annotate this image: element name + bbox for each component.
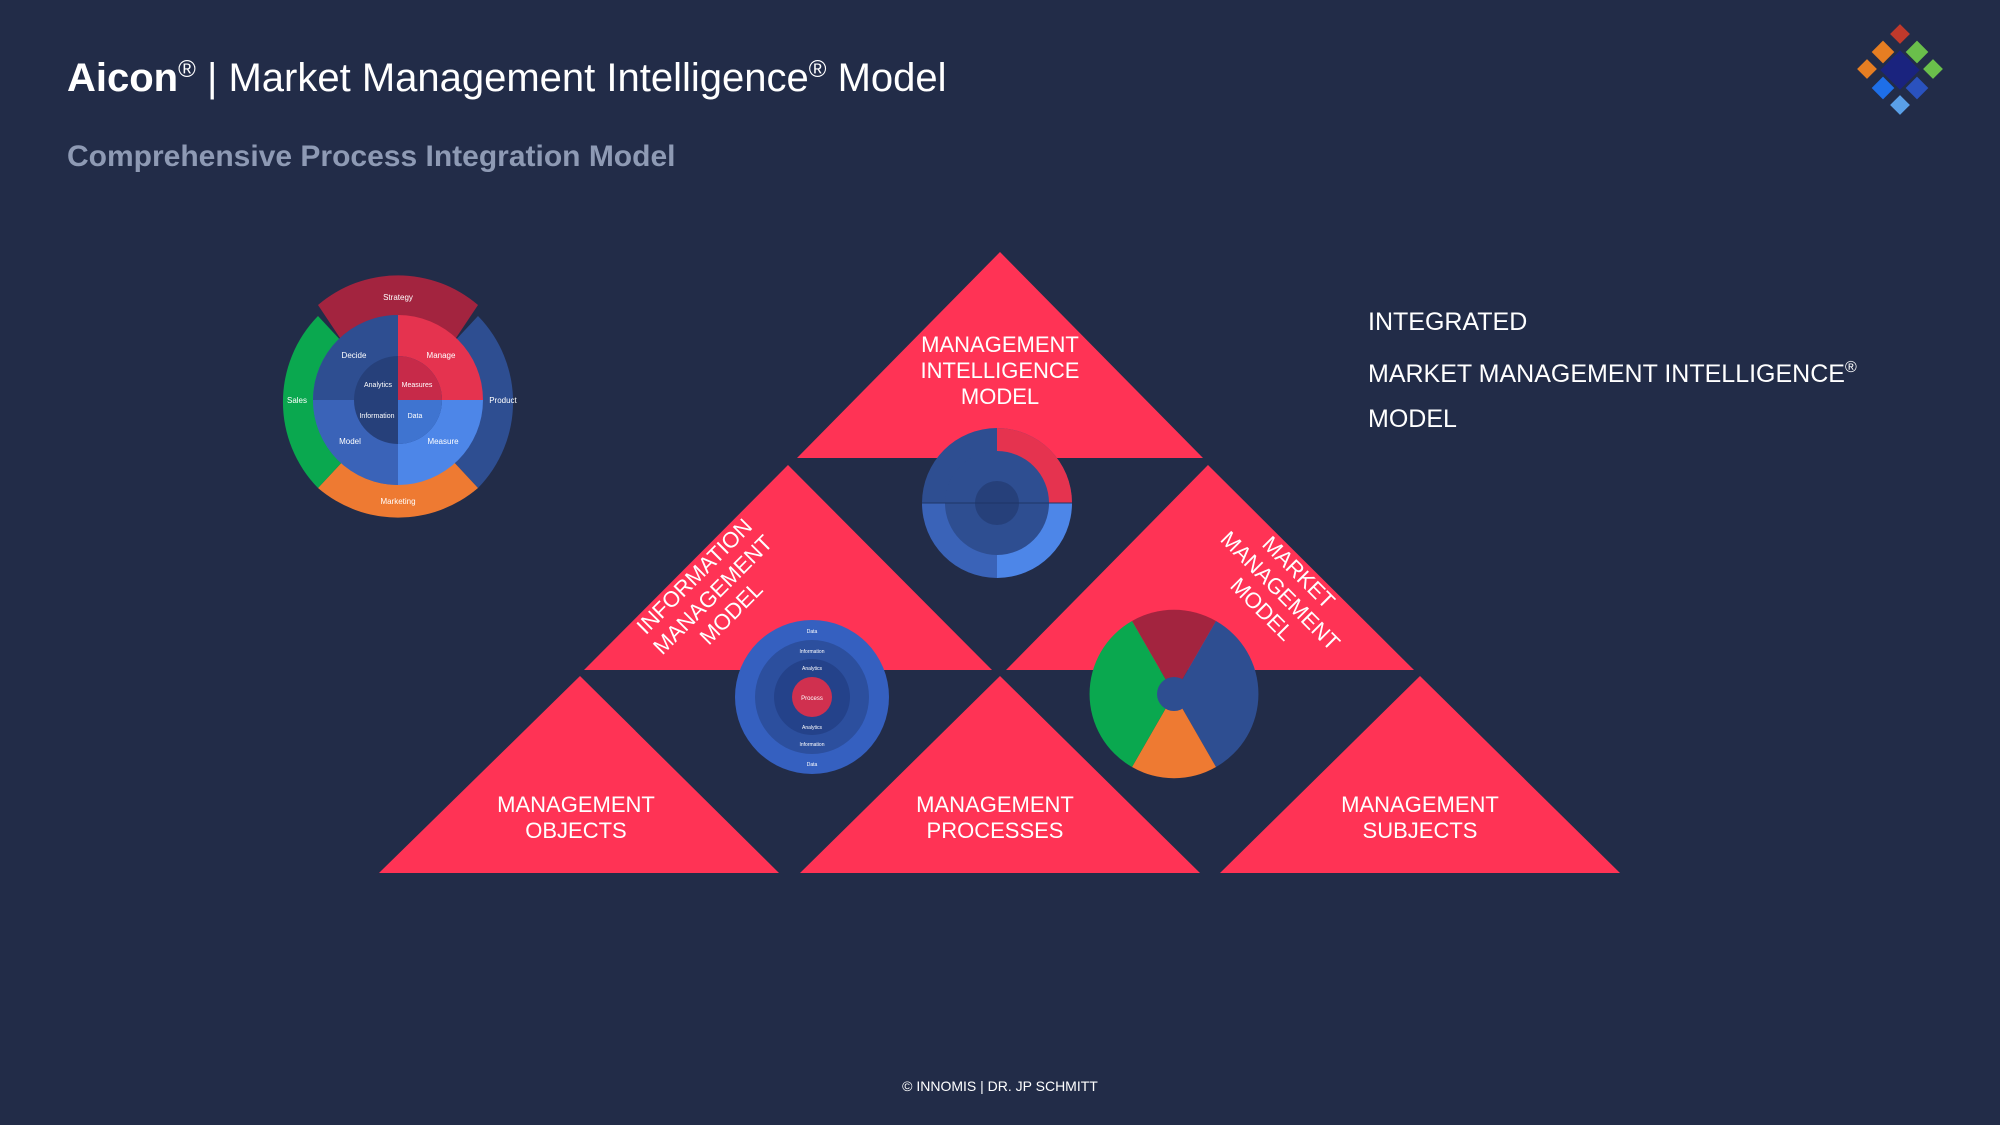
- intelligence-mini-wheel: [922, 428, 1072, 578]
- wheel-label-marketing: Marketing: [380, 497, 415, 506]
- title-text: Market Management Intelligence: [228, 56, 809, 100]
- caption-line-3: MODEL: [1368, 405, 1457, 433]
- top-triangle-label-2: INTELLIGENCE: [921, 358, 1080, 383]
- brand-registered-mark: ®: [178, 56, 196, 83]
- info-ring-upper-3: Data: [807, 629, 818, 635]
- market-mini-wheel: [1089, 609, 1259, 779]
- wheel-label-sales: Sales: [287, 396, 307, 405]
- page-title: Aicon® | Market Management Intelligence®…: [67, 40, 947, 108]
- wheel-label-information: Information: [359, 413, 394, 420]
- info-ring-lower-1: Analytics: [802, 725, 823, 731]
- triangle-bottom-left: [379, 676, 779, 873]
- title-registered-mark: ®: [808, 56, 827, 83]
- triangle-bottom-center: [800, 676, 1200, 873]
- processes-label-2: PROCESSES: [927, 818, 1064, 843]
- process-wheel: Strategy Product Marketing Sales Decide …: [282, 275, 518, 518]
- wheel-label-model: Model: [339, 437, 361, 446]
- caption-line-2: MARKET MANAGEMENT INTELLIGENCE®: [1368, 345, 1857, 397]
- integrated-model-caption: INTEGRATED MARKET MANAGEMENT INTELLIGENC…: [1368, 300, 1857, 442]
- wheel-label-manage: Manage: [427, 351, 456, 360]
- triangle-left-middle: [584, 465, 992, 670]
- caption-line-1: INTEGRATED: [1368, 308, 1528, 336]
- page-subtitle: Comprehensive Process Integration Model: [67, 140, 676, 173]
- caption-registered-mark: ®: [1844, 359, 1857, 376]
- objects-label-1: MANAGEMENT: [497, 792, 655, 817]
- title-separator: |: [206, 56, 218, 100]
- top-triangle-label-1: MANAGEMENT: [921, 332, 1079, 357]
- brand-name: Aicon: [67, 56, 179, 100]
- triangle-top: [797, 252, 1203, 458]
- info-ring-upper-1: Analytics: [802, 666, 823, 672]
- diamond-mosaic-logo-icon: [1857, 24, 1943, 115]
- wheel-label-decide: Decide: [342, 351, 367, 360]
- wheel-label-measures: Measures: [402, 382, 433, 389]
- footer-copyright: © INNOMIS | DR. JP SCHMITT: [902, 1078, 1098, 1094]
- processes-label-1: MANAGEMENT: [916, 792, 1074, 817]
- title-suffix: Model: [837, 56, 947, 100]
- subjects-label-2: SUBJECTS: [1363, 818, 1478, 843]
- objects-label-2: OBJECTS: [525, 818, 626, 843]
- caption-line-2-text: MARKET MANAGEMENT INTELLIGENCE: [1368, 360, 1845, 388]
- triangle-right-middle: [1006, 465, 1414, 670]
- info-ring-upper-2: Information: [799, 649, 824, 655]
- triangle-bottom-right: [1220, 676, 1620, 873]
- wheel-label-strategy: Strategy: [383, 293, 413, 302]
- top-triangle-label-3: MODEL: [961, 384, 1039, 409]
- wheel-label-data: Data: [408, 413, 423, 420]
- wheel-label-measure: Measure: [427, 437, 459, 446]
- wheel-label-analytics: Analytics: [364, 382, 393, 389]
- info-ring-lower-2: Information: [799, 742, 824, 748]
- info-ring-center: Process: [801, 696, 823, 702]
- information-rings: Process Analytics Information Data Analy…: [735, 620, 889, 774]
- wheel-label-product: Product: [489, 396, 517, 405]
- info-ring-lower-3: Data: [807, 762, 818, 768]
- subjects-label-1: MANAGEMENT: [1341, 792, 1499, 817]
